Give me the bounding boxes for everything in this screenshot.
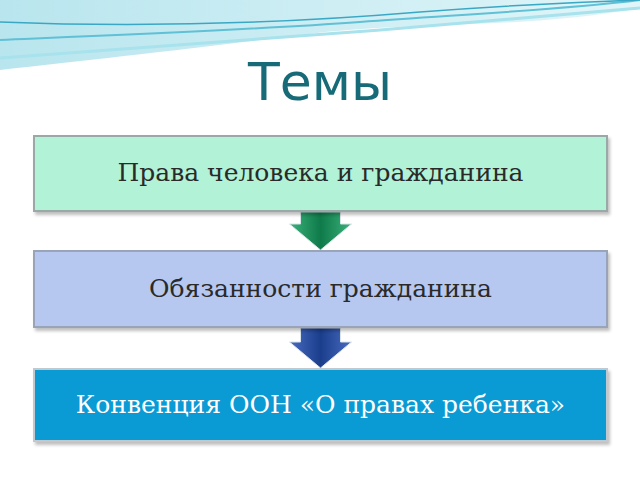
down-arrow <box>290 212 352 250</box>
slide-title: Темы <box>0 52 640 112</box>
topic-text: Права человека и гражданина <box>117 159 523 188</box>
topic-box: Конвенция ООН «О правах ребенка» <box>33 368 608 442</box>
topic-text: Конвенция ООН «О правах ребенка» <box>76 391 565 420</box>
down-arrow <box>290 328 352 368</box>
topic-text: Обязанности гражданина <box>149 275 492 304</box>
topic-box: Обязанности гражданина <box>33 250 608 328</box>
topic-box: Права человека и гражданина <box>33 135 608 212</box>
